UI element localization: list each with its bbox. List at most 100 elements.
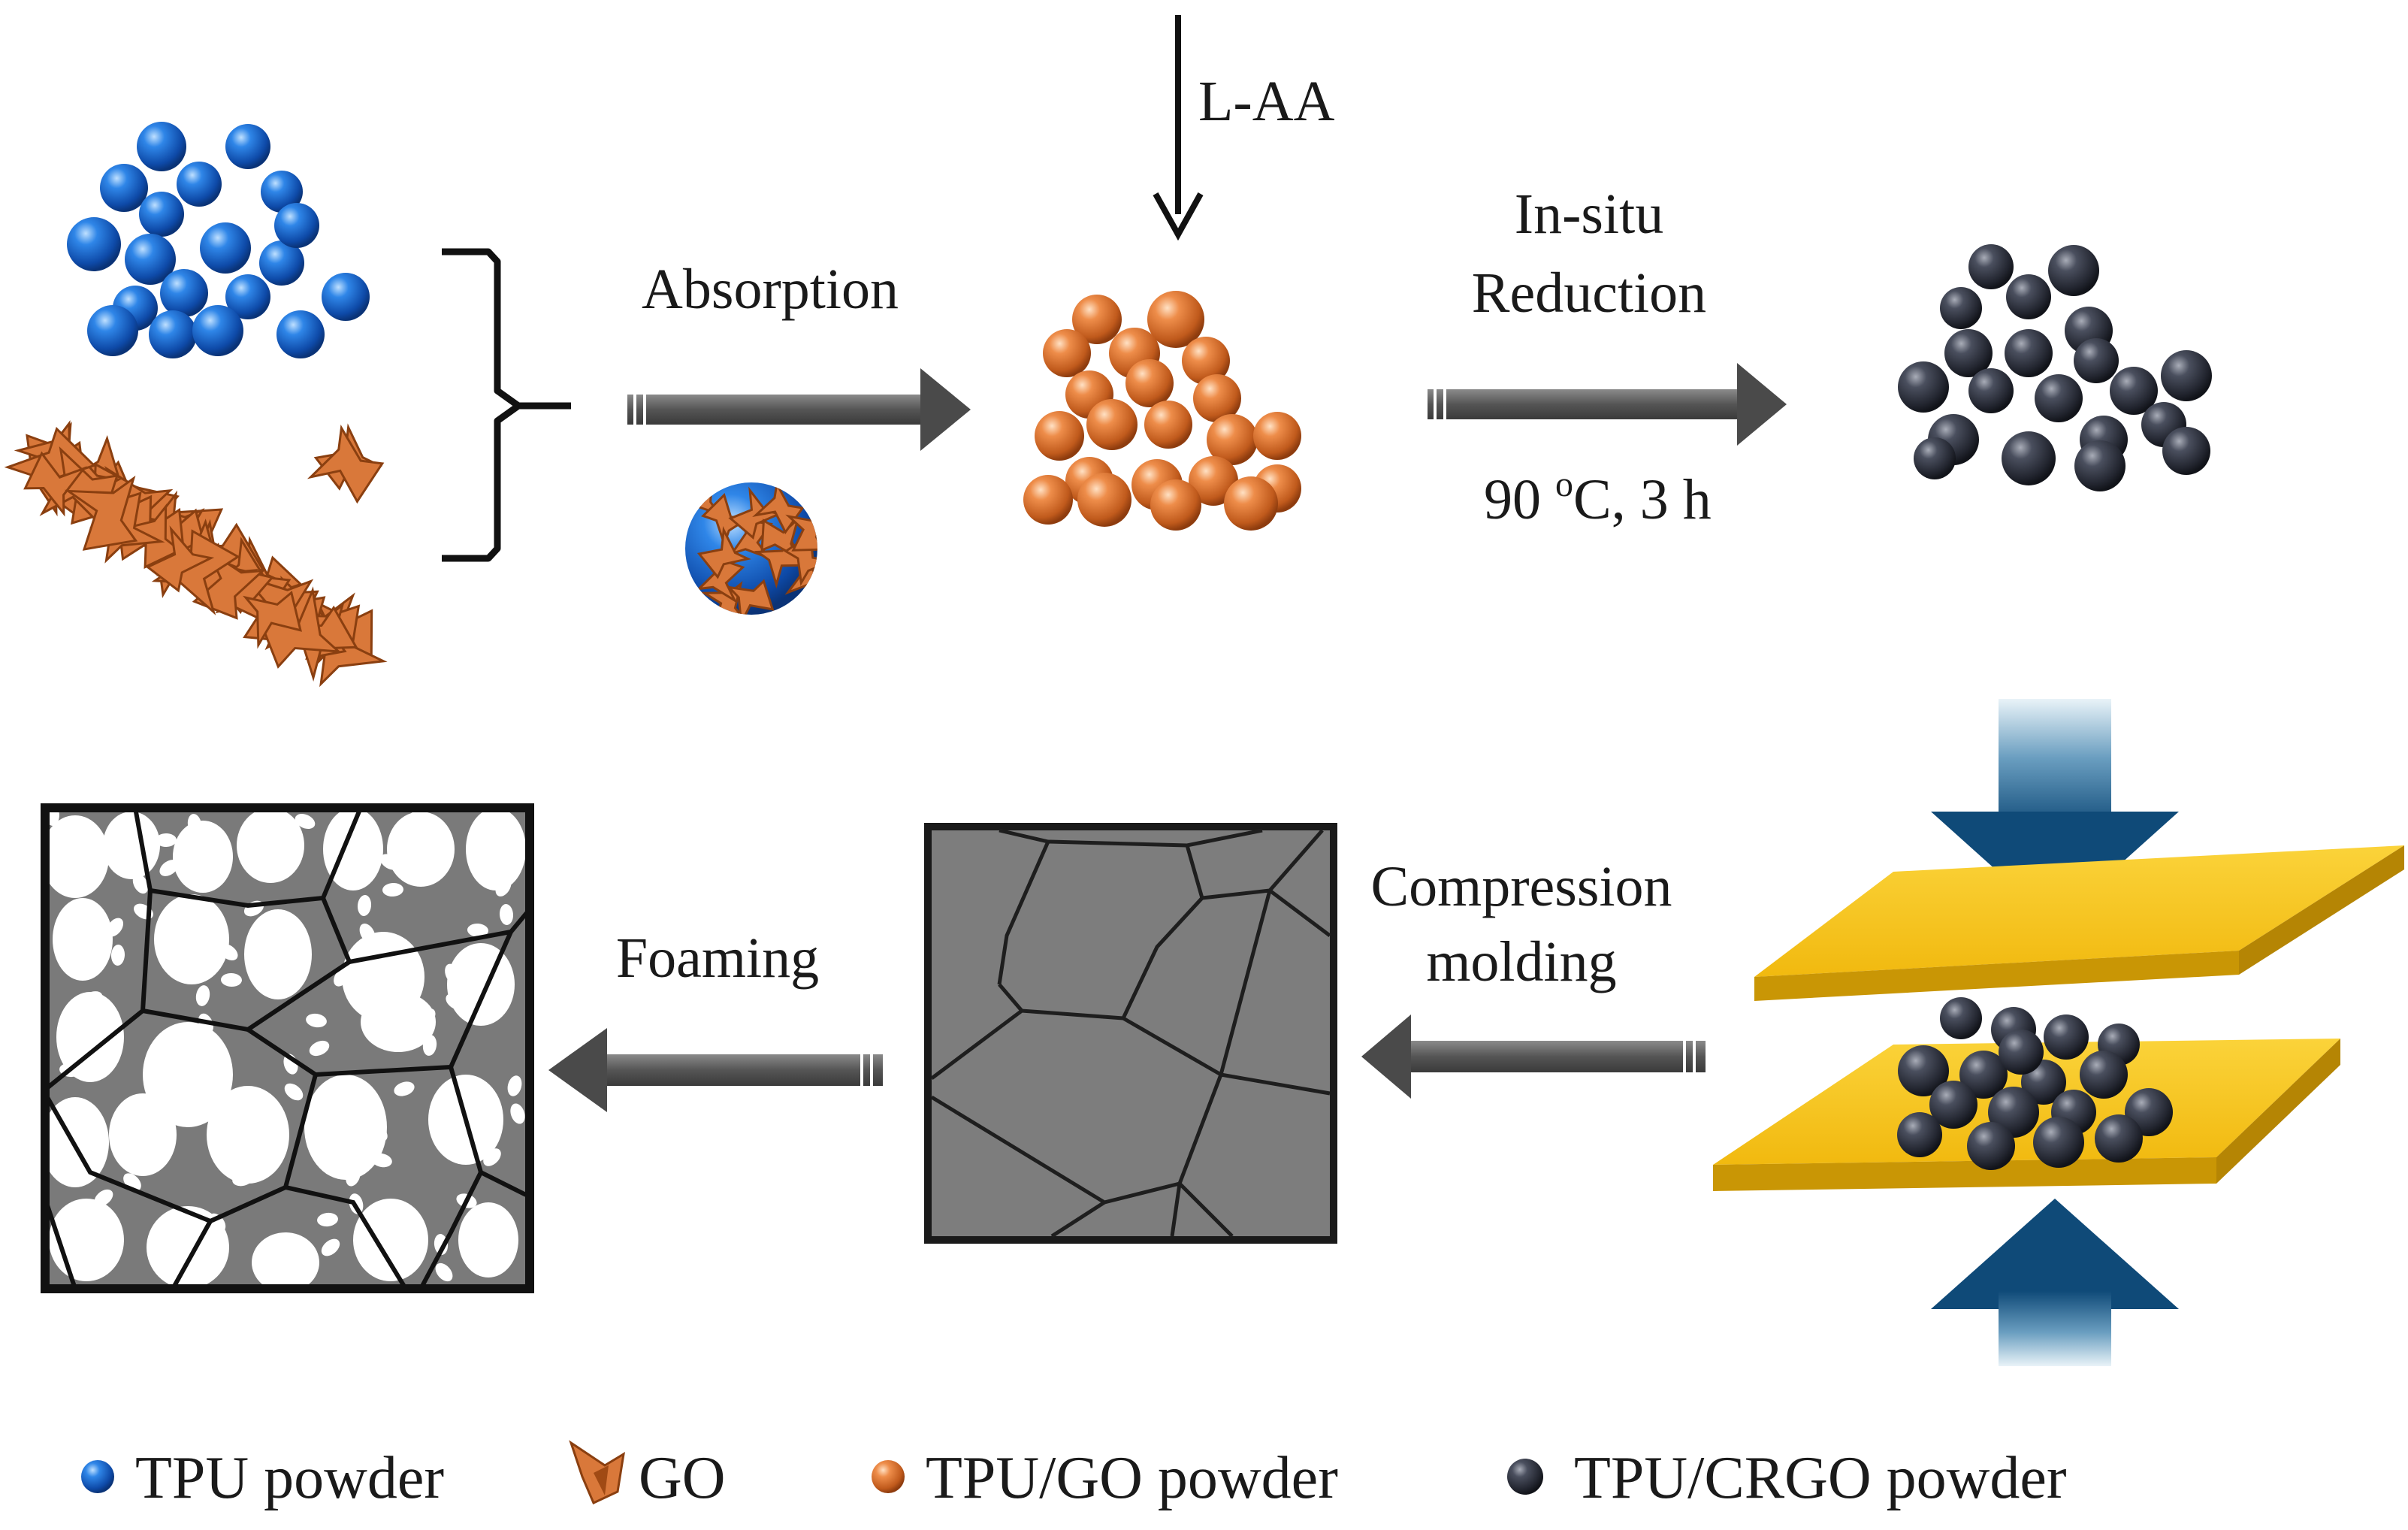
tpu-crgo-particle	[2002, 431, 2056, 485]
foam-micropore	[219, 944, 238, 960]
tpu-crgo-particle	[2074, 338, 2119, 383]
pressed-particle	[1940, 997, 1982, 1039]
tpu-particle	[261, 171, 303, 213]
foam-micropore	[467, 923, 488, 938]
tpu-particle	[177, 162, 222, 207]
pressed-particle	[2044, 1014, 2089, 1060]
foam-micropore	[71, 1262, 92, 1277]
foam-micropore	[57, 1033, 77, 1051]
go-flake-small	[752, 482, 805, 535]
foam-micropore	[68, 1233, 89, 1250]
tpu-particle	[276, 310, 325, 358]
foam-micropore	[471, 950, 491, 966]
foam-micropore	[284, 1083, 304, 1101]
foam-micropore	[82, 991, 103, 1006]
foam-micropore	[167, 1032, 188, 1047]
tpu-particle	[87, 305, 138, 356]
pressed-particle	[1967, 1122, 2015, 1170]
absorption-arrow	[627, 368, 971, 451]
tpu-go-particle	[1023, 475, 1073, 525]
go-flake-small	[726, 579, 775, 615]
foam-pore	[154, 894, 229, 984]
foam-micropore	[187, 814, 202, 835]
tpu-crgo-particle	[1914, 437, 1956, 479]
go-flake-icon	[569, 1440, 625, 1505]
tpu-powder-cluster	[67, 122, 370, 358]
foam-pore	[207, 1086, 289, 1184]
foam-structure	[41, 803, 534, 1293]
pressed-powder	[1897, 997, 2173, 1170]
foam-micropore	[272, 854, 287, 875]
press-arrow-up	[1931, 1199, 2179, 1366]
pressed-particle	[2033, 1117, 2084, 1168]
go-flake	[307, 425, 385, 504]
foam-pore	[103, 812, 160, 879]
tpu-go-particle	[1077, 473, 1131, 527]
foam-pore	[53, 898, 113, 981]
foam-micropore	[110, 945, 125, 966]
foam-micropore	[418, 1008, 436, 1027]
foam-pore	[252, 1232, 319, 1289]
tpu-particle	[137, 122, 186, 171]
foam-micropore	[294, 1253, 310, 1273]
foam-micropore	[144, 1103, 165, 1118]
foam-micropore	[261, 1125, 276, 1146]
foam-pore	[237, 808, 304, 883]
pressed-particle	[1929, 1081, 1977, 1129]
tpu-go-powder-cluster	[1023, 291, 1301, 531]
foam-micropore	[94, 1189, 113, 1207]
tpu-particle	[225, 274, 270, 319]
foam-micropore	[87, 1017, 104, 1036]
legend: TPU powder GO TPU/GO powder TPU/CRGO pow…	[81, 1440, 2067, 1511]
foam-micropore	[321, 1238, 340, 1256]
tpu-go-particle	[1253, 412, 1301, 460]
foam-micropore	[195, 985, 210, 1006]
foam-pore	[361, 992, 436, 1052]
foam-micropore	[499, 904, 514, 925]
foam-pore	[466, 808, 526, 890]
coated-particle	[685, 482, 817, 615]
foam-micropore	[507, 1075, 522, 1096]
pressed-particle	[2095, 1114, 2143, 1163]
tpu-go-particle	[1207, 414, 1258, 465]
foam-micropore	[371, 1153, 392, 1168]
go-flake-small	[696, 526, 751, 579]
tpu-crgo-particle	[2005, 329, 2053, 377]
tpu-go-particle	[1086, 399, 1138, 450]
molded-sample	[924, 823, 1337, 1244]
tpu-particle	[322, 273, 370, 321]
grouping-bracket	[442, 248, 571, 562]
foam-micropore	[229, 1144, 250, 1159]
tpu-go-particle	[1193, 374, 1241, 422]
go-flake-cluster	[4, 420, 388, 688]
tpu-crgo-particle	[2162, 427, 2210, 475]
foam-micropore	[359, 924, 376, 943]
foam-micropore	[370, 1123, 388, 1141]
foam-micropore	[306, 1013, 327, 1028]
foam-pore	[323, 808, 383, 890]
pressed-particle	[1898, 1045, 1949, 1096]
foaming-arrow	[548, 1028, 883, 1112]
compression-arrow	[1361, 1014, 1706, 1099]
foam-pore	[244, 909, 312, 999]
tpu-crgo-particle	[1944, 329, 1993, 377]
foam-micropore	[479, 1122, 500, 1137]
foam-micropore	[309, 1040, 330, 1057]
foam-micropore	[171, 1057, 189, 1077]
tpu-crgo-particle	[1940, 287, 1982, 329]
tpu-go-particle	[1147, 291, 1204, 348]
foam-micropore	[406, 810, 425, 827]
foam-pore	[173, 821, 233, 893]
tpu-crgo-particle	[2074, 440, 2126, 491]
tpu-go-particle	[1182, 337, 1230, 385]
tpu-particle	[125, 234, 176, 285]
foam-pore	[45, 815, 109, 898]
foam-pore	[143, 1022, 233, 1127]
tpu-go-particle	[1125, 359, 1174, 407]
foam-micropore	[434, 1234, 449, 1255]
foam-pore	[304, 1075, 387, 1180]
absorption-label: Absorption	[642, 258, 899, 321]
go-flake	[243, 591, 302, 649]
legend-label-go: GO	[639, 1445, 726, 1511]
tpu-crgo-particle	[2110, 367, 2158, 415]
